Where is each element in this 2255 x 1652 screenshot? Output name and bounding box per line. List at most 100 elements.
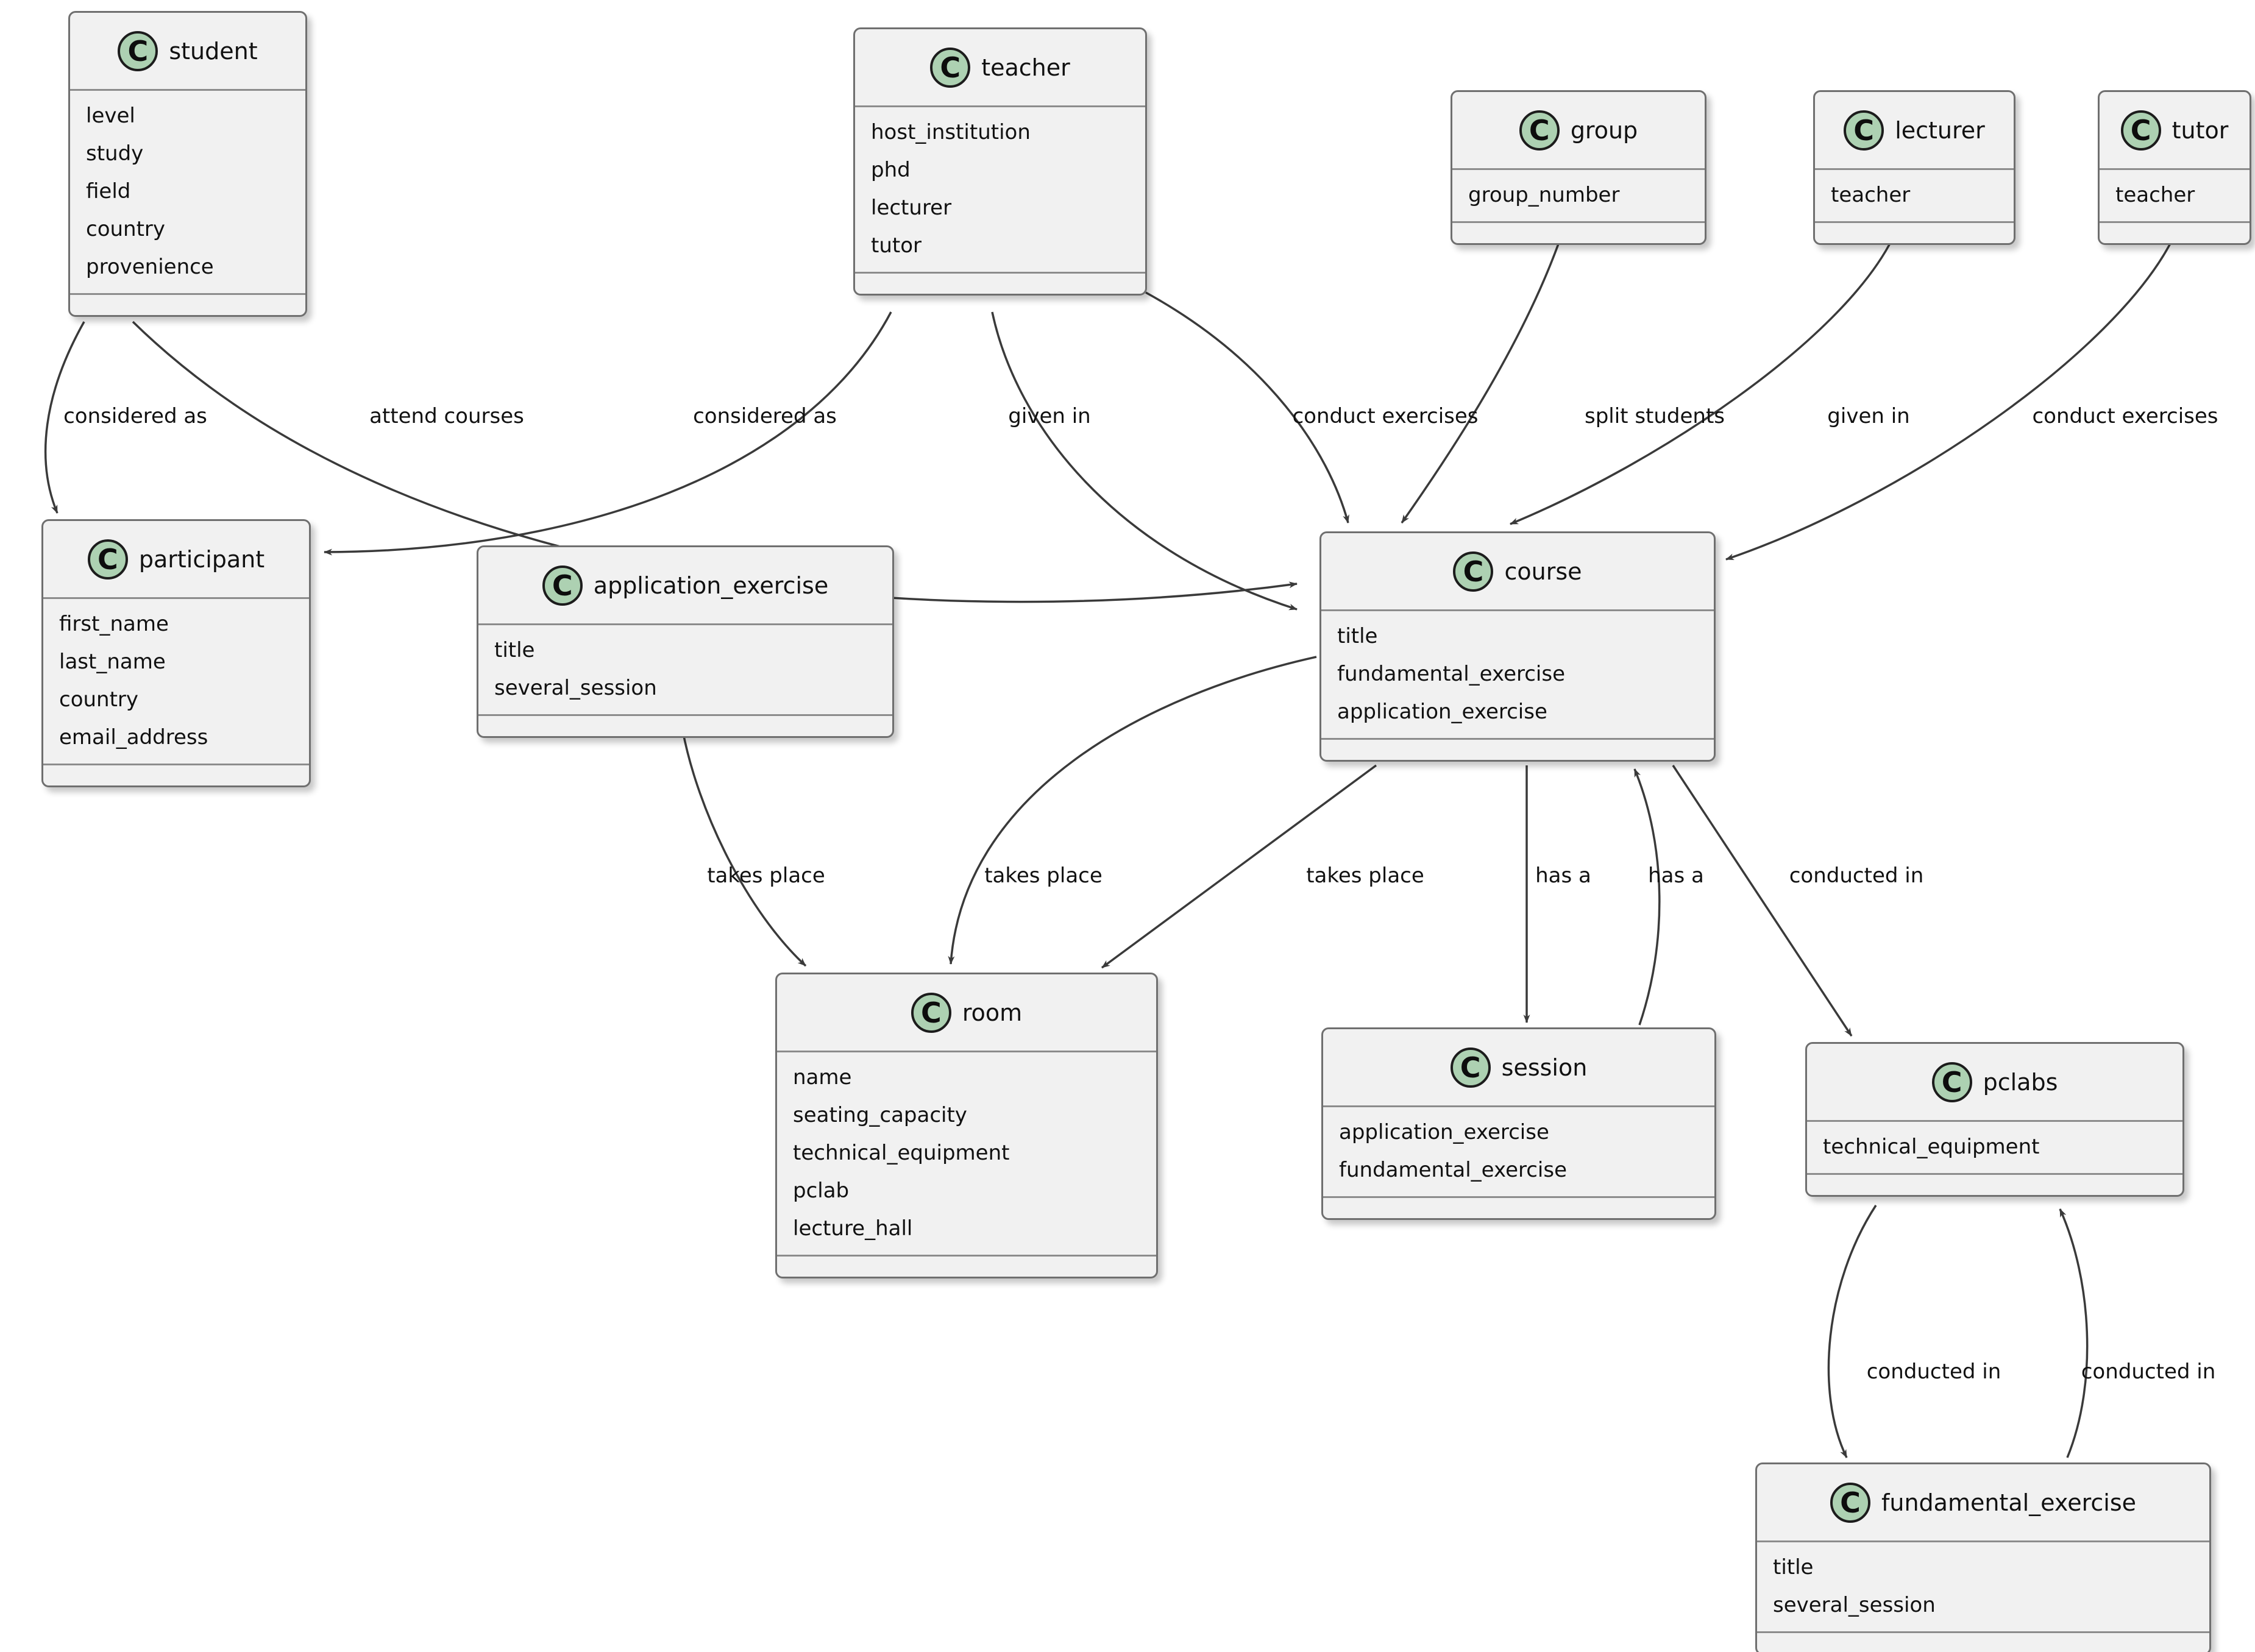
edge-pclabs-fundamental-exercise xyxy=(1827,1205,1877,1458)
class-attribute: several_session xyxy=(494,676,657,700)
class-icon-letter: C xyxy=(1529,113,1550,147)
edge-label-application-exercise-room: takes place xyxy=(707,863,825,888)
class-icon-letter: C xyxy=(1840,1486,1861,1519)
class-attrs: technical_equipment xyxy=(1807,1122,2182,1173)
class-icon: C xyxy=(1830,1482,1870,1523)
edge-label-tutor-course: conduct exercises xyxy=(2032,404,2218,428)
class-attrs: title several_session xyxy=(1757,1542,2209,1631)
class-title: session xyxy=(1501,1054,1588,1081)
class-attribute: seating_capacity xyxy=(793,1103,967,1127)
class-attrs: name seating_capacity technical_equipmen… xyxy=(777,1052,1156,1255)
class-title: tutor xyxy=(2172,116,2229,144)
class-attribute: last_name xyxy=(59,650,166,674)
class-header-fundamental-exercise: C fundamental_exercise xyxy=(1757,1464,2209,1542)
class-attribute: technical_equipment xyxy=(793,1141,1010,1165)
class-icon: C xyxy=(542,565,583,606)
edge-course-room-diagonal xyxy=(1101,764,1377,969)
class-attribute: title xyxy=(1337,624,1378,648)
class-attrs: first_name last_name country email_addre… xyxy=(43,599,309,764)
class-attribute: technical_equipment xyxy=(1823,1135,2040,1159)
class-attrs: group_number xyxy=(1452,170,1705,221)
class-attribute: email_address xyxy=(59,725,208,750)
edge-lecturer-course xyxy=(1510,238,1894,525)
class-icon: C xyxy=(1453,551,1494,592)
class-icon-letter: C xyxy=(97,542,118,576)
class-header-group: C group xyxy=(1452,92,1705,170)
class-icon-letter: C xyxy=(552,569,573,602)
class-attrs: title several_session xyxy=(478,625,892,714)
class-title: teacher xyxy=(981,54,1070,81)
class-icon-letter: C xyxy=(940,51,961,84)
class-footer xyxy=(1321,738,1714,760)
class-attribute: host_institution xyxy=(871,120,1031,144)
class-attrs: host_institution phd lecturer tutor xyxy=(855,107,1145,272)
class-title: group xyxy=(1570,116,1638,144)
class-title: course xyxy=(1504,558,1582,585)
class-attrs: teacher xyxy=(2100,170,2250,221)
class-footer xyxy=(1815,221,2014,243)
class-attribute: teacher xyxy=(1831,183,1911,207)
class-icon: C xyxy=(930,47,971,88)
class-title: fundamental_exercise xyxy=(1881,1489,2136,1516)
class-footer xyxy=(1807,1173,2182,1195)
class-header-participant: C participant xyxy=(43,521,309,599)
class-header-tutor: C tutor xyxy=(2100,92,2250,170)
class-attribute: application_exercise xyxy=(1339,1120,1549,1144)
class-box-group: C group group_number xyxy=(1451,90,1706,245)
class-box-pclabs: C pclabs technical_equipment xyxy=(1805,1042,2184,1197)
class-title: room xyxy=(962,999,1023,1026)
edge-teacher-course-given-in xyxy=(991,311,1298,611)
class-box-application-exercise: C application_exercise title several_ses… xyxy=(477,545,894,738)
class-attribute: several_session xyxy=(1773,1593,1936,1617)
edge-label-course-room-diagonal: takes place xyxy=(1306,863,1424,888)
class-attribute: name xyxy=(793,1065,852,1090)
class-header-room: C room xyxy=(777,974,1156,1052)
class-icon-letter: C xyxy=(2130,113,2151,147)
edge-label-student-course: attend courses xyxy=(369,404,524,428)
class-attribute: phd xyxy=(871,158,911,182)
class-attrs: level study field country provenience xyxy=(70,91,305,293)
class-attrs: title fundamental_exercise application_e… xyxy=(1321,611,1714,738)
edge-course-pclabs xyxy=(1672,765,1853,1037)
class-icon-letter: C xyxy=(127,34,149,68)
class-attribute: group_number xyxy=(1468,183,1620,207)
class-icon: C xyxy=(1844,110,1884,151)
class-icon-letter: C xyxy=(1460,1051,1481,1084)
class-header-pclabs: C pclabs xyxy=(1807,1044,2182,1122)
class-attribute: study xyxy=(86,141,144,166)
class-header-session: C session xyxy=(1323,1029,1714,1107)
edge-teacher-course-conduct-exercises xyxy=(1145,291,1349,523)
class-box-teacher: C teacher host_institution phd lecturer … xyxy=(853,27,1147,296)
edge-label-session-course: has a xyxy=(1648,863,1704,888)
class-box-student: C student level study field country prov… xyxy=(68,11,307,317)
class-header-student: C student xyxy=(70,13,305,91)
edge-tutor-course xyxy=(1725,238,2174,561)
edge-label-teacher-course-given-in: given in xyxy=(1008,404,1091,428)
class-attribute: title xyxy=(1773,1555,1814,1579)
class-icon-letter: C xyxy=(920,996,942,1029)
class-attribute: tutor xyxy=(871,233,922,258)
class-box-fundamental-exercise: C fundamental_exercise title several_ses… xyxy=(1755,1462,2211,1652)
edge-teacher-participant xyxy=(324,311,892,556)
edge-application-exercise-room xyxy=(681,729,807,967)
class-attribute: first_name xyxy=(59,612,169,636)
class-box-room: C room name seating_capacity technical_e… xyxy=(775,973,1158,1278)
class-footer xyxy=(1452,221,1705,243)
class-icon: C xyxy=(118,30,158,71)
class-icon-letter: C xyxy=(1463,555,1484,588)
edge-group-course xyxy=(1401,238,1561,524)
edge-label-teacher-course-conduct: conduct exercises xyxy=(1292,404,1479,428)
class-attribute: fundamental_exercise xyxy=(1337,662,1565,686)
class-footer xyxy=(855,272,1145,294)
class-header-application-exercise: C application_exercise xyxy=(478,547,892,625)
class-title: pclabs xyxy=(1983,1068,2058,1096)
edge-label-lecturer-course: given in xyxy=(1827,404,1910,428)
class-title: participant xyxy=(138,545,265,573)
edge-label-student-participant: considered as xyxy=(63,404,207,428)
edge-course-room-curve xyxy=(948,656,1317,965)
class-icon: C xyxy=(87,539,128,580)
class-title: application_exercise xyxy=(593,572,829,599)
edge-label-group-course: split students xyxy=(1584,404,1725,428)
